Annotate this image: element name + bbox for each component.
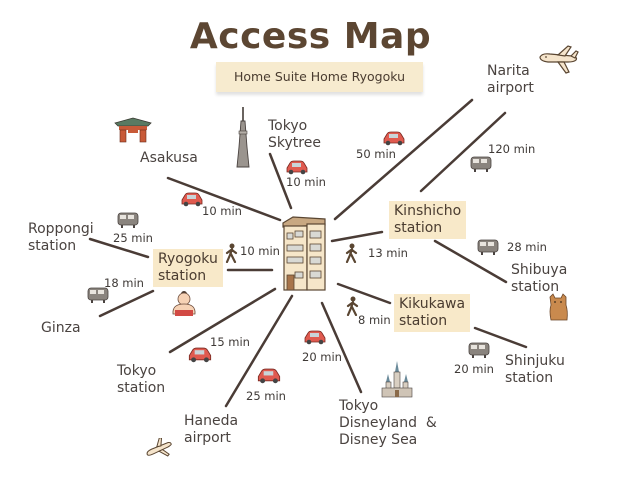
- label-line: station: [158, 268, 207, 284]
- car-icon: [180, 192, 204, 211]
- label-line: station: [28, 238, 77, 254]
- narita-airport-label: Narita airport: [487, 63, 534, 97]
- asakusa-label: Asakusa: [140, 150, 198, 166]
- shibuya-station-label: Shibuya station: [511, 262, 567, 296]
- walking-person-icon: [345, 243, 359, 267]
- shinjuku-station-label: Shinjuku station: [505, 353, 565, 387]
- label-line: station: [505, 370, 554, 386]
- ryogoku-time: 10 min: [240, 244, 280, 258]
- label-line: station: [394, 220, 443, 236]
- label-line: Shibuya: [511, 262, 568, 278]
- kikukawa-station-label: Kikukawa station: [394, 294, 471, 332]
- train-icon: [117, 212, 139, 232]
- roppongi-station-label: Roppongi station: [28, 221, 94, 255]
- label-line: station: [117, 380, 166, 396]
- airplane-icon: [144, 437, 174, 464]
- label-line: Ryogoku: [158, 251, 218, 267]
- haneda-airport-label: Haneda airport: [184, 413, 238, 447]
- label-line: airport: [487, 80, 534, 96]
- dog-icon: [546, 293, 570, 325]
- car-icon: [256, 368, 282, 388]
- kikukawa-time: 8 min: [358, 313, 391, 327]
- label-line: station: [399, 313, 448, 329]
- hotel-name-banner: Home Suite Home Ryogoku: [216, 62, 423, 92]
- tokyo-station-time: 15 min: [210, 335, 250, 349]
- airplane-icon: [538, 45, 580, 79]
- train-icon: [470, 156, 492, 176]
- temple-gate-icon: [114, 117, 152, 147]
- label-line: Tokyo: [268, 118, 308, 134]
- label-line: Tokyo: [117, 363, 157, 379]
- disney-label: Tokyo Disneyland & Disney Sea: [339, 398, 437, 449]
- skytree-icon: [234, 107, 252, 173]
- train-icon: [468, 342, 490, 362]
- label-line: Kikukawa: [399, 296, 466, 312]
- skytree-time: 10 min: [286, 175, 326, 189]
- walking-person-icon: [346, 296, 360, 320]
- line-narita-train: [419, 111, 507, 193]
- label-line: Skytree: [268, 135, 321, 151]
- label-line: Disney Sea: [339, 432, 418, 448]
- narita-train-time: 120 min: [488, 142, 536, 156]
- ryogoku-station-label: Ryogoku station: [153, 249, 223, 287]
- label-line: Haneda: [184, 413, 239, 429]
- sumo-icon: [170, 288, 198, 322]
- narita-car-time: 50 min: [356, 147, 396, 161]
- label-line: station: [511, 279, 560, 295]
- car-icon: [303, 330, 327, 349]
- label-line: Kinshicho: [394, 203, 462, 219]
- walking-person-icon: [225, 243, 239, 267]
- label-line: Shinjuku: [505, 353, 565, 369]
- train-icon: [87, 287, 109, 307]
- ginza-time: 18 min: [104, 276, 144, 290]
- train-icon: [477, 239, 499, 259]
- castle-icon: [380, 360, 414, 402]
- label-line: airport: [184, 430, 231, 446]
- car-icon: [187, 347, 213, 367]
- label-line: Tokyo: [339, 398, 379, 414]
- shinjuku-time: 20 min: [454, 362, 494, 376]
- ginza-label: Ginza: [41, 320, 81, 336]
- skytree-label: Tokyo Skytree: [268, 118, 321, 152]
- car-icon: [382, 131, 406, 150]
- line-narita-car: [333, 98, 474, 221]
- page-title: Access Map: [189, 16, 432, 57]
- kinshicho-station-label: Kinshicho station: [389, 201, 467, 239]
- tokyo-station-label: Tokyo station: [117, 363, 165, 397]
- kinshicho-time: 13 min: [368, 246, 408, 260]
- haneda-time: 25 min: [246, 389, 286, 403]
- label-line: Narita: [487, 63, 530, 79]
- shibuya-time: 28 min: [507, 240, 547, 254]
- car-icon: [285, 160, 309, 179]
- building-icon: [281, 215, 327, 297]
- label-line: Roppongi: [28, 221, 94, 237]
- asakusa-time: 10 min: [202, 204, 242, 218]
- disney-time: 20 min: [302, 350, 342, 364]
- roppongi-time: 25 min: [113, 231, 153, 245]
- label-line: Disneyland &: [339, 415, 437, 431]
